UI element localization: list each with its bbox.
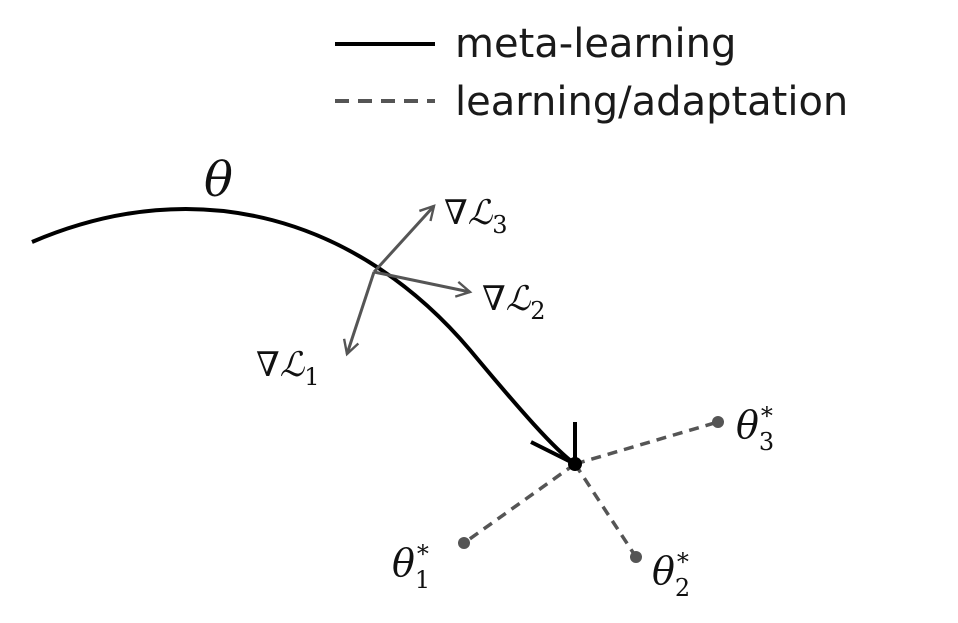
theta-label: θ bbox=[204, 152, 233, 208]
adaptation-lines bbox=[462, 420, 719, 558]
meta-learning-path bbox=[31, 206, 577, 466]
adaptation-line-3 bbox=[574, 420, 719, 466]
theta-star-1-label: θ*1 bbox=[392, 540, 430, 594]
theta-star-3-label: θ*3 bbox=[736, 402, 774, 456]
adaptation-line-2 bbox=[573, 463, 638, 558]
legend-meta-learning-label: meta-learning bbox=[455, 21, 736, 67]
meta-parameter-node bbox=[568, 457, 582, 471]
grad-loss-3-label: ∇ℒ3 bbox=[444, 193, 508, 239]
legend-learning-adaptation-label: learning/adaptation bbox=[455, 79, 848, 125]
theta-star-1-node bbox=[458, 537, 470, 549]
legend: meta-learning learning/adaptation bbox=[335, 21, 848, 125]
theta-star-2-label: θ*2 bbox=[652, 548, 690, 602]
gradient-arrow-1 bbox=[342, 271, 376, 357]
grad-loss-1-label: ∇ℒ1 bbox=[256, 345, 320, 391]
theta-star-2-node bbox=[630, 551, 642, 563]
grad-loss-2-label: ∇ℒ2 bbox=[482, 279, 546, 325]
adaptation-line-1 bbox=[462, 462, 577, 545]
theta-star-3-node bbox=[712, 416, 724, 428]
gradient-arrows bbox=[342, 204, 473, 357]
gradient-arrow-2 bbox=[373, 270, 473, 298]
gradient-arrow-3 bbox=[372, 204, 436, 274]
